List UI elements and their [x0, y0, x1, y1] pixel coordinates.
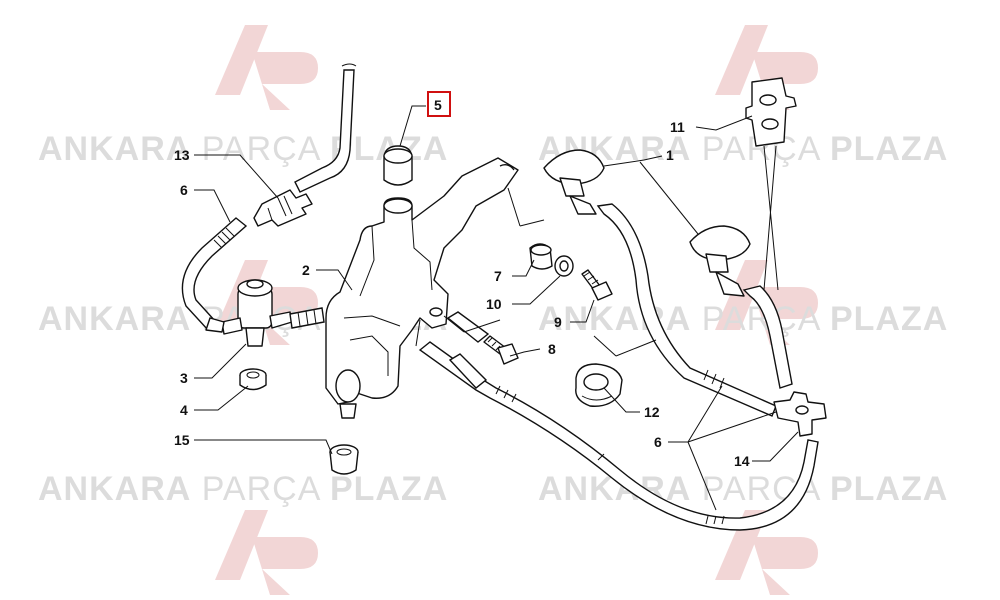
highlight-box: [427, 91, 451, 117]
part-14-connector: [773, 391, 827, 437]
hose-pump-tank: [289, 307, 325, 329]
part-13-connector: [253, 189, 313, 227]
part-8-bolt: [483, 335, 519, 365]
callout-3: 3: [180, 370, 188, 386]
watermark-logo-icon: [715, 510, 818, 595]
hose-top: [294, 63, 357, 193]
callout-labels: 13 6 2 3 4 15 5 1 11 7 10 9 8 12 6 14: [174, 91, 750, 469]
callout-10: 10: [486, 296, 502, 312]
callout-5: 5: [434, 97, 442, 113]
callout-6-left: 6: [180, 182, 188, 198]
callout-12: 12: [644, 404, 660, 420]
callout-4: 4: [180, 402, 188, 418]
callout-1: 1: [666, 147, 674, 163]
watermark-text: ANKARA PARÇA PLAZA: [38, 470, 448, 508]
watermark-logo-icon: [215, 510, 318, 595]
part-15-grommet: [329, 444, 359, 475]
watermark-logo-icon: [715, 25, 818, 110]
part-10-washer: [554, 255, 574, 277]
watermark-text: ANKARA PARÇA PLAZA: [538, 300, 948, 338]
part-7-bushing: [529, 243, 553, 270]
part-5-cap: [383, 145, 413, 186]
watermark-logo-icon: [215, 25, 318, 110]
watermark-text: ANKARA PARÇA PLAZA: [538, 470, 948, 508]
part-6-hose-long: [418, 341, 819, 531]
callout-11: 11: [670, 119, 685, 135]
hose-tank-right: [446, 311, 490, 389]
part-1-nozzle-upper: [543, 149, 605, 215]
callout-9: 9: [554, 314, 562, 330]
callout-7: 7: [494, 268, 502, 284]
callout-14: 14: [734, 453, 750, 469]
callout-15: 15: [174, 432, 190, 448]
part-9-bolt: [581, 269, 613, 301]
part-3-pump: [205, 279, 293, 347]
callout-6-right: 6: [654, 434, 662, 450]
callout-13: 13: [174, 147, 190, 163]
callout-8: 8: [548, 341, 556, 357]
part-2-reservoir: [325, 157, 519, 419]
part-4-grommet: [239, 368, 267, 391]
watermark-text: ANKARA PARÇA PLAZA: [538, 130, 948, 168]
part-11-clip: [745, 77, 797, 147]
callout-2: 2: [302, 262, 310, 278]
leader-lines: [194, 105, 799, 511]
part-6-hose-nozzle-lower: [742, 285, 793, 389]
part-1-nozzle-lower: [689, 225, 751, 297]
